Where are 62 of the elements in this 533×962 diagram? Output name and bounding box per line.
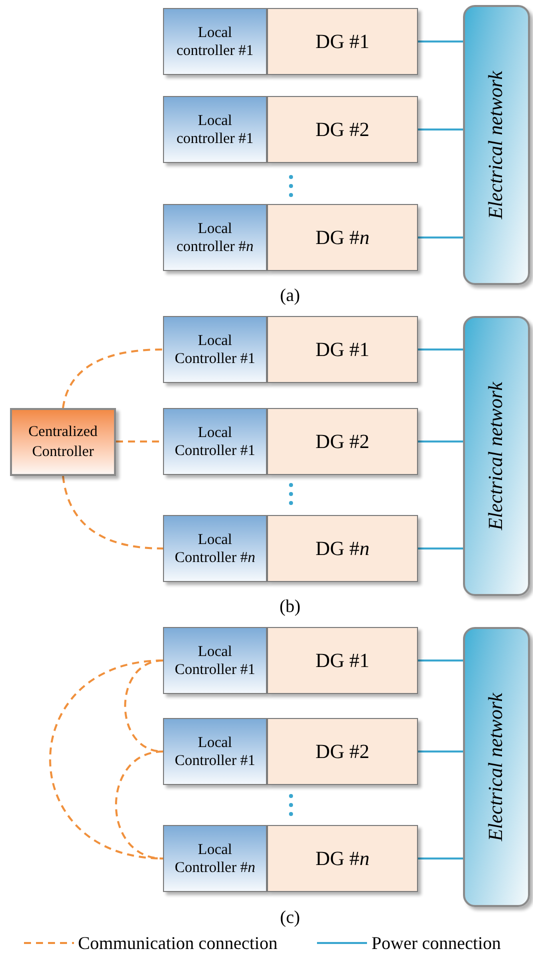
communication-line: [62, 476, 164, 550]
panel-label: (c): [279, 906, 301, 928]
generator-box: [267, 408, 418, 475]
node-label: DG #2: [314, 430, 370, 454]
node-label: Local Controller #1: [174, 734, 256, 770]
generator-box: [267, 718, 418, 785]
network-bar: [463, 627, 530, 907]
node-label: Local Controller #1: [174, 332, 256, 368]
node-label: Local Controller #n: [174, 530, 256, 566]
panel-label: (a): [279, 284, 301, 306]
power-line: [418, 858, 463, 860]
communication-line: [62, 348, 164, 408]
network-bar: [463, 5, 530, 285]
node-label: DG #1: [314, 648, 370, 674]
node-label: Local Controller #1: [174, 642, 256, 678]
network-bar: [463, 316, 530, 596]
node-label: Electrical network: [484, 382, 508, 530]
power-line: [418, 348, 463, 350]
power-line: [418, 40, 463, 42]
node-label: DG #2: [314, 740, 370, 764]
power-line: [418, 548, 463, 550]
node-label: Local Controller #1: [174, 424, 256, 460]
controller-box: [163, 825, 267, 892]
controller-box: [163, 316, 267, 383]
controller-box: [163, 204, 267, 271]
node-label: Electrical network: [484, 70, 508, 220]
controller-box: [163, 515, 267, 582]
node-label: DG #n: [314, 536, 370, 562]
node-label: DG #1: [314, 338, 370, 362]
controller-box: [163, 718, 267, 785]
node-label: Local Controller #n: [174, 840, 256, 876]
node-label: Electrical network: [484, 692, 508, 842]
power-line: [418, 236, 463, 238]
controller-box: [10, 408, 116, 476]
node-label: DG #n: [314, 846, 370, 872]
legend-label: Communication connection: [78, 932, 278, 954]
controller-box: [163, 627, 267, 694]
controller-box: [163, 408, 267, 475]
communication-line: [115, 750, 164, 860]
power-line: [418, 128, 463, 130]
power-line: [418, 750, 463, 752]
controller-box: [163, 96, 267, 163]
panel-label: (b): [278, 595, 302, 617]
node-label: Local controller #1: [175, 24, 255, 60]
node-label: Centralized Controller: [27, 423, 99, 462]
generator-box: [267, 627, 418, 694]
node-label: DG #1: [314, 30, 370, 54]
power-line: [418, 440, 463, 442]
node-label: DG #2: [314, 118, 370, 142]
controller-box: [163, 8, 267, 75]
node-label: Local controller #1: [175, 112, 255, 148]
generator-box: [267, 96, 418, 163]
generator-box: [267, 204, 418, 271]
communication-line: [49, 660, 164, 860]
generator-box: [267, 316, 418, 383]
generator-box: [267, 825, 418, 892]
node-label: Local controller #n: [175, 220, 255, 256]
legend-label: Power connection: [371, 932, 501, 954]
power-line: [418, 660, 463, 662]
generator-box: [267, 515, 418, 582]
node-label: DG #n: [314, 226, 370, 250]
generator-box: [267, 8, 418, 75]
